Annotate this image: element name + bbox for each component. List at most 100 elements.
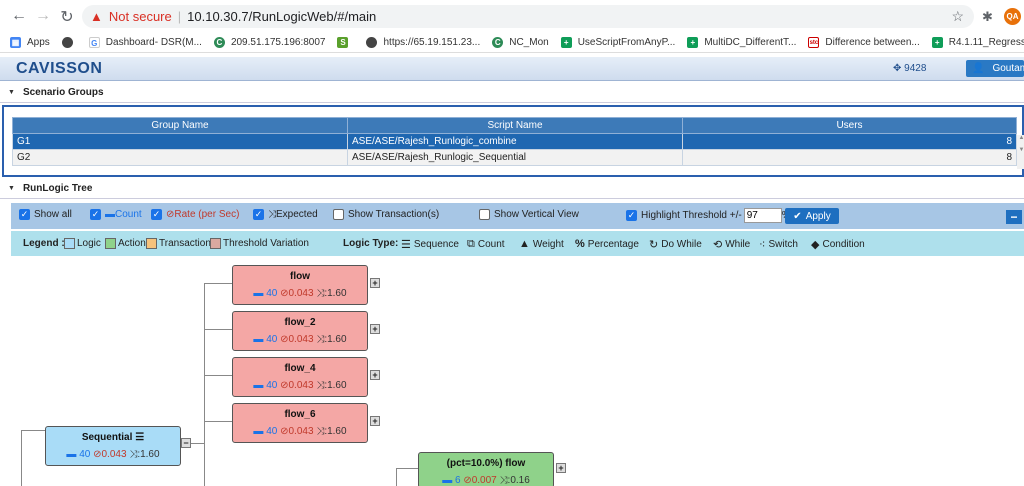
tree-connector bbox=[204, 283, 232, 284]
browser-toolbar: ← → ↻ ▲ Not secure | 10.10.30.7/RunLogic… bbox=[0, 0, 1024, 33]
list-icon: ☰ bbox=[401, 239, 411, 251]
node-stats: ▬ 40 ⊘0.043 ⤨:1.60 bbox=[233, 380, 367, 391]
expand-plus-icon[interactable]: + bbox=[556, 463, 566, 473]
tree-connector bbox=[21, 430, 45, 431]
show-all-checkbox[interactable]: ✓ Show all bbox=[19, 209, 72, 220]
tree-connector bbox=[396, 468, 418, 469]
node-pct-flow[interactable]: (pct=10.0%) flow ▬ 6 ⊘0.007 ⤨:0.16 bbox=[418, 452, 554, 486]
shuffle-icon: ⤨: bbox=[316, 380, 328, 391]
show-transactions-checkbox[interactable]: Show Transaction(s) bbox=[333, 209, 439, 220]
shuffle-icon: ⤨: bbox=[499, 475, 511, 486]
not-secure-label: Not secure bbox=[108, 9, 172, 24]
checkbox-label: Expected bbox=[276, 209, 318, 220]
apply-button[interactable]: ✔ Apply bbox=[785, 208, 839, 224]
logic-type-text: While bbox=[725, 239, 751, 250]
node-flow-4[interactable]: flow_4 ▬ 40 ⊘0.043 ⤨:1.60 bbox=[232, 357, 368, 397]
expected-checkbox[interactable]: ✓ ⤨ Expected bbox=[253, 209, 318, 220]
app-header: CAVISSON ✥ 9428 👤 Goutami bbox=[0, 57, 1024, 81]
count-checkbox[interactable]: ✓ ▬ Count bbox=[90, 209, 142, 220]
column-header-group[interactable]: Group Name bbox=[12, 117, 348, 134]
node-rate: 0.007 bbox=[471, 475, 497, 486]
extensions-icon[interactable]: ✱ bbox=[982, 9, 993, 24]
cell-script: ASE/ASE/Rajesh_Runlogic_combine bbox=[347, 133, 683, 150]
tree-connector bbox=[187, 443, 204, 444]
vertical-view-checkbox[interactable]: Show Vertical View bbox=[479, 209, 579, 220]
node-expected: 1.60 bbox=[327, 334, 347, 345]
user-menu-button[interactable]: 👤 Goutami bbox=[966, 60, 1024, 77]
node-flow-2[interactable]: flow_2 ▬ 40 ⊘0.043 ⤨:1.60 bbox=[232, 311, 368, 351]
shuffle-icon: ⤨: bbox=[316, 426, 328, 437]
scenario-groups-header[interactable]: ▼ Scenario Groups bbox=[0, 83, 1024, 103]
bookmarks-bar: ▦ Apps G Dashboard- DSR(M... C 209.51.17… bbox=[0, 33, 1024, 53]
node-flow[interactable]: flow ▬ 40 ⊘0.043 ⤨:1.60 bbox=[232, 265, 368, 305]
cavisson-logo: CAVISSON bbox=[16, 60, 103, 77]
node-stats: ▬ 6 ⊘0.007 ⤨:0.16 bbox=[419, 475, 553, 486]
shuffle-icon: ⤨: bbox=[316, 334, 328, 345]
bookmark-regression[interactable]: + R4.1.11_Regression... bbox=[931, 37, 1024, 48]
node-flow-6[interactable]: flow_6 ▬ 40 ⊘0.043 ⤨:1.60 bbox=[232, 403, 368, 443]
do-while-icon: ↻ bbox=[649, 239, 659, 251]
collapse-panel-button[interactable]: − bbox=[1006, 210, 1022, 224]
address-bar[interactable]: ▲ Not secure | 10.10.30.7/RunLogicWeb/#/… bbox=[82, 5, 974, 28]
bookmark-sd[interactable]: S bbox=[337, 37, 354, 48]
bookmark-usescript[interactable]: + UseScriptFromAnyP... bbox=[560, 37, 675, 48]
while-icon: ⟲ bbox=[713, 239, 723, 251]
profile-avatar[interactable]: QA bbox=[1004, 8, 1021, 25]
bookmark-https[interactable]: https://65.19.151.23... bbox=[366, 37, 480, 48]
logic-type-text: Sequence bbox=[413, 239, 459, 250]
legend-label: Legend : bbox=[23, 238, 65, 249]
bookmark-ip[interactable]: C 209.51.175.196:8007 bbox=[213, 37, 325, 48]
node-sequential[interactable]: Sequential ☰ ▬ 40 ⊘0.043 ⤨:1.60 bbox=[45, 426, 181, 466]
session-count[interactable]: ✥ 9428 bbox=[893, 63, 926, 74]
forward-arrow-icon[interactable]: → bbox=[35, 7, 51, 24]
sd-icon: S bbox=[337, 37, 349, 48]
collapse-minus-icon[interactable]: − bbox=[181, 438, 191, 448]
bookmark-globe[interactable] bbox=[61, 37, 79, 48]
runlogic-tree-canvas: flow ▬ 40 ⊘0.043 ⤨:1.60 + flow_2 ▬ 40 ⊘0… bbox=[11, 258, 1024, 486]
column-header-script[interactable]: Script Name bbox=[347, 117, 683, 134]
highlight-threshold-checkbox[interactable]: ✓ Highlight Threshold +/- % bbox=[626, 208, 791, 223]
bookmark-dashboard[interactable]: G Dashboard- DSR(M... bbox=[88, 37, 202, 48]
threshold-input[interactable] bbox=[743, 208, 782, 223]
back-arrow-icon[interactable]: ← bbox=[11, 7, 27, 24]
expand-plus-icon[interactable]: + bbox=[370, 416, 380, 426]
runlogic-tree-header[interactable]: ▼ RunLogic Tree bbox=[0, 179, 1024, 199]
rate-checkbox[interactable]: ✓ ⊘ Rate (per Sec) bbox=[151, 209, 239, 220]
expand-plus-icon[interactable]: + bbox=[370, 324, 380, 334]
cell-script: ASE/ASE/Rajesh_Runlogic_Sequential bbox=[347, 149, 683, 166]
bookmark-ncmon[interactable]: C NC_Mon bbox=[492, 37, 549, 48]
logic-type-text: Percentage bbox=[587, 238, 639, 250]
sheets-icon: + bbox=[560, 37, 572, 48]
bookmark-multidc[interactable]: + MultiDC_DifferentT... bbox=[687, 37, 796, 48]
checkbox-checked-icon: ✓ bbox=[151, 209, 162, 220]
rate-small-icon: ⊘ bbox=[280, 288, 289, 299]
column-header-users[interactable]: Users bbox=[682, 117, 1017, 134]
expand-plus-icon[interactable]: + bbox=[370, 278, 380, 288]
logic-type-label: Logic Type: bbox=[343, 238, 399, 249]
bookmark-label: Apps bbox=[27, 37, 50, 48]
expand-plus-icon[interactable]: + bbox=[370, 370, 380, 380]
count-small-icon: ▬ bbox=[253, 380, 267, 391]
count-small-icon: ▬ bbox=[253, 426, 267, 437]
bookmark-difference[interactable]: stc Difference between... bbox=[808, 37, 920, 48]
bookmark-star-icon[interactable]: ☆ bbox=[951, 8, 964, 24]
node-count: 40 bbox=[266, 334, 278, 345]
count-small-icon: ▬ bbox=[253, 288, 267, 299]
logic-type-text: Condition bbox=[822, 239, 865, 250]
table-row[interactable]: G2 ASE/ASE/Rajesh_Runlogic_Sequential 8 bbox=[12, 149, 1017, 166]
rate-small-icon: ⊘ bbox=[280, 426, 289, 437]
node-stats: ▬ 40 ⊘0.043 ⤨:1.60 bbox=[233, 288, 367, 299]
legend-item-label: Action bbox=[118, 238, 146, 249]
legend-item-label: Threshold Variation bbox=[223, 238, 309, 249]
reload-icon[interactable]: ↻ bbox=[60, 9, 74, 26]
table-row[interactable]: G1 ASE/ASE/Rajesh_Runlogic_combine 8 bbox=[12, 133, 1017, 150]
table-scrollbar[interactable]: ▲▼ bbox=[1017, 135, 1024, 169]
apps-grid-icon: ▦ bbox=[10, 37, 21, 48]
logic-type-do-while: ↻ Do While bbox=[649, 238, 702, 251]
logic-type-condition: ◆ Condition bbox=[811, 238, 865, 251]
node-name-wrap: Sequential ☰ bbox=[46, 432, 180, 443]
bookmark-apps[interactable]: ▦ Apps bbox=[10, 37, 50, 48]
logic-type-percentage: % Percentage bbox=[575, 238, 639, 250]
legend-swatch bbox=[210, 238, 221, 249]
node-name: flow_4 bbox=[284, 363, 316, 374]
